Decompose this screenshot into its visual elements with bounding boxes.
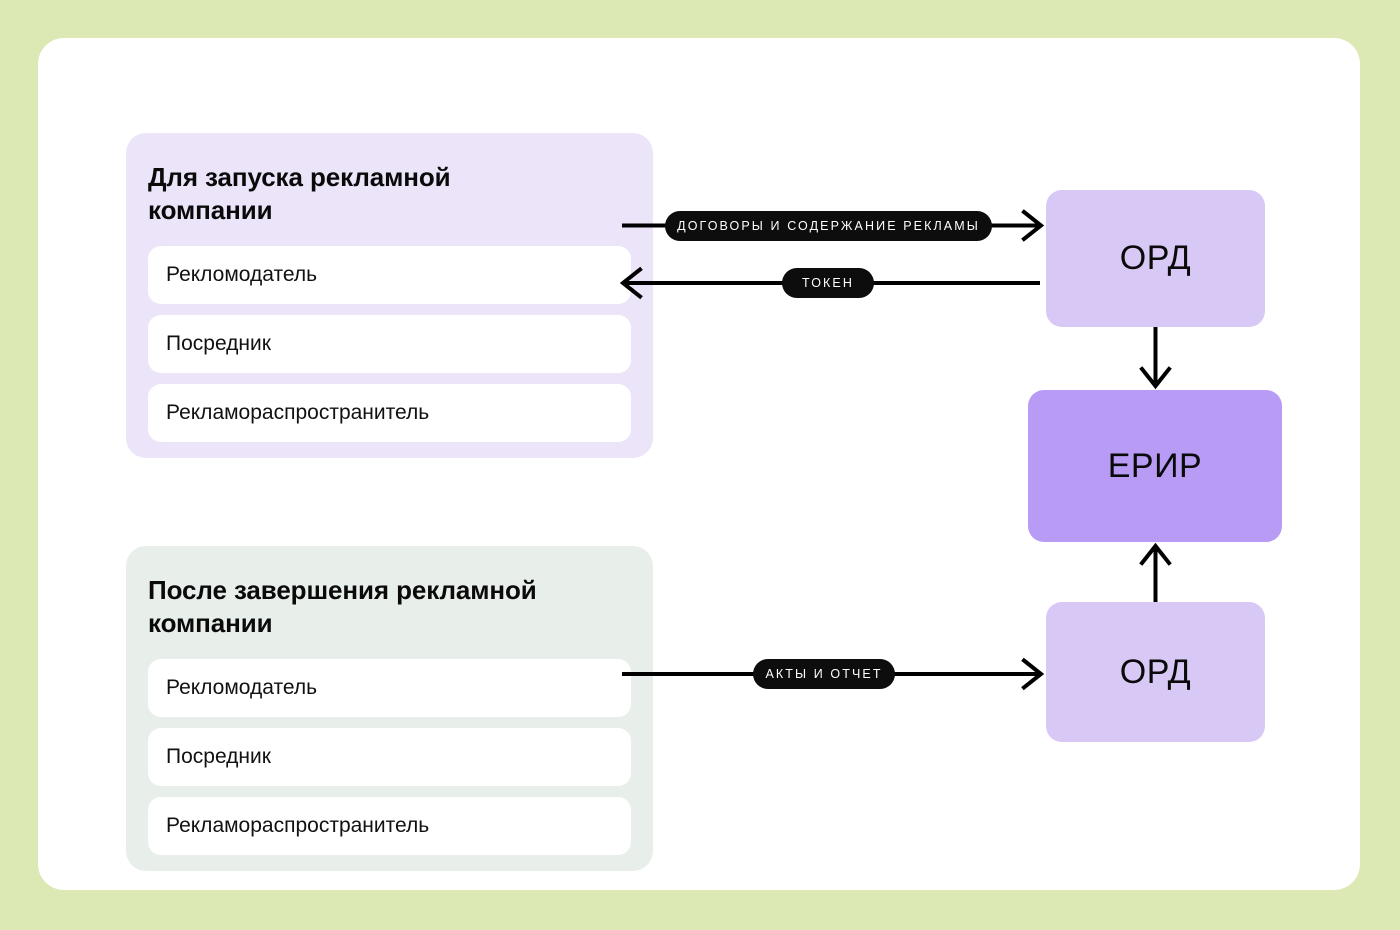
list-item-label: Рекломодатель [166,262,318,286]
list-item-label: Рекламораспространитель [166,813,430,837]
list-item[interactable]: Рекломодатель [148,658,631,717]
connector-label-token: ТОКЕН [782,268,874,298]
panel-after-title: После завершения рекламной компании [148,575,537,639]
panel-launch-rows: Рекломодатель Посредник Рекламораспростр… [148,245,631,442]
connector-label-acts-text: АКТЫ И ОТЧЕТ [765,667,883,681]
list-item[interactable]: Рекламораспространитель [148,383,631,442]
list-item-label: Рекламораспространитель [166,400,430,424]
list-item[interactable]: Рекламораспространитель [148,796,631,855]
panel-after-rows: Рекломодатель Посредник Рекламораспростр… [148,658,631,855]
list-item[interactable]: Посредник [148,314,631,373]
list-item[interactable]: Посредник [148,727,631,786]
node-ord-top-label: ОРД [1119,239,1192,277]
node-erir-label: ЕРИР [1107,446,1203,485]
connector-label-contracts: ДОГОВОРЫ И СОДЕРЖАНИЕ РЕКЛАМЫ [665,211,992,241]
connector-label-acts: АКТЫ И ОТЧЕТ [753,659,895,689]
list-item-label: Посредник [166,331,271,355]
node-erir[interactable]: ЕРИР [1028,390,1282,542]
node-ord-top[interactable]: ОРД [1046,190,1265,327]
node-ord-bottom[interactable]: ОРД [1046,602,1265,742]
list-item-label: Рекломодатель [166,675,318,699]
node-ord-bottom-label: ОРД [1119,652,1192,691]
list-item-label: Посредник [166,744,271,768]
list-item[interactable]: Рекломодатель [148,245,631,304]
connector-label-contracts-text: ДОГОВОРЫ И СОДЕРЖАНИЕ РЕКЛАМЫ [677,219,980,233]
panel-launch: Для запуска рекламной компании Рекломода… [126,133,653,458]
connector-label-token-text: ТОКЕН [802,276,854,290]
panel-launch-title: Для запуска рекламной компании [148,162,451,226]
panel-after: После завершения рекламной компании Рекл… [126,546,653,871]
